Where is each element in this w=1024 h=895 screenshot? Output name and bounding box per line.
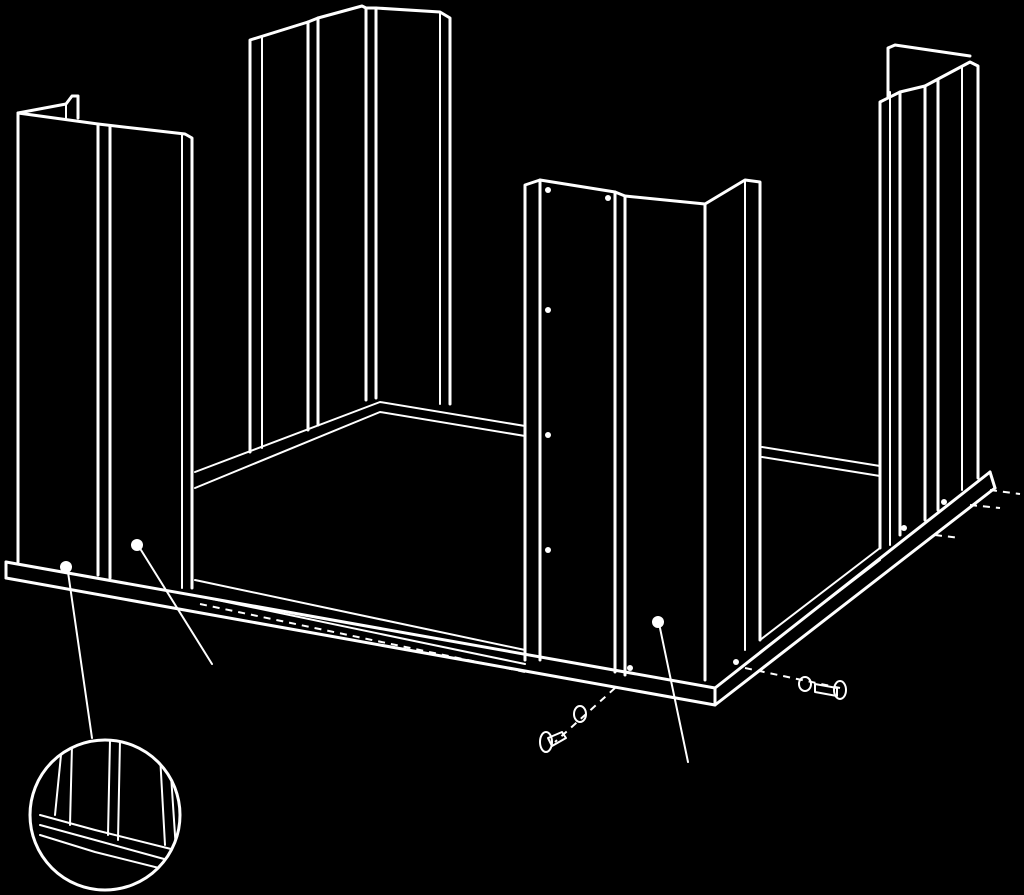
rear-dashed-guides <box>934 489 1021 539</box>
right-corner-wall-panel <box>878 43 980 550</box>
front-panel-callout-dot <box>652 616 664 628</box>
front-washer <box>573 705 587 723</box>
right-washer <box>798 676 812 692</box>
floor-base-frame <box>4 401 997 707</box>
back-left-corner-wall-panel <box>248 4 452 454</box>
left-corner-wall-panel <box>16 94 213 665</box>
right-screw-washer-assembly <box>744 667 847 700</box>
front-screw-washer-assembly <box>539 687 616 753</box>
left-panel-inner-callout-dot <box>131 539 143 551</box>
right-screw <box>814 683 838 697</box>
detail-magnifier-circle <box>28 571 182 892</box>
left-panel-callout-dot <box>60 561 72 573</box>
front-screw <box>547 731 567 747</box>
front-corner-wall-panel <box>523 178 762 763</box>
